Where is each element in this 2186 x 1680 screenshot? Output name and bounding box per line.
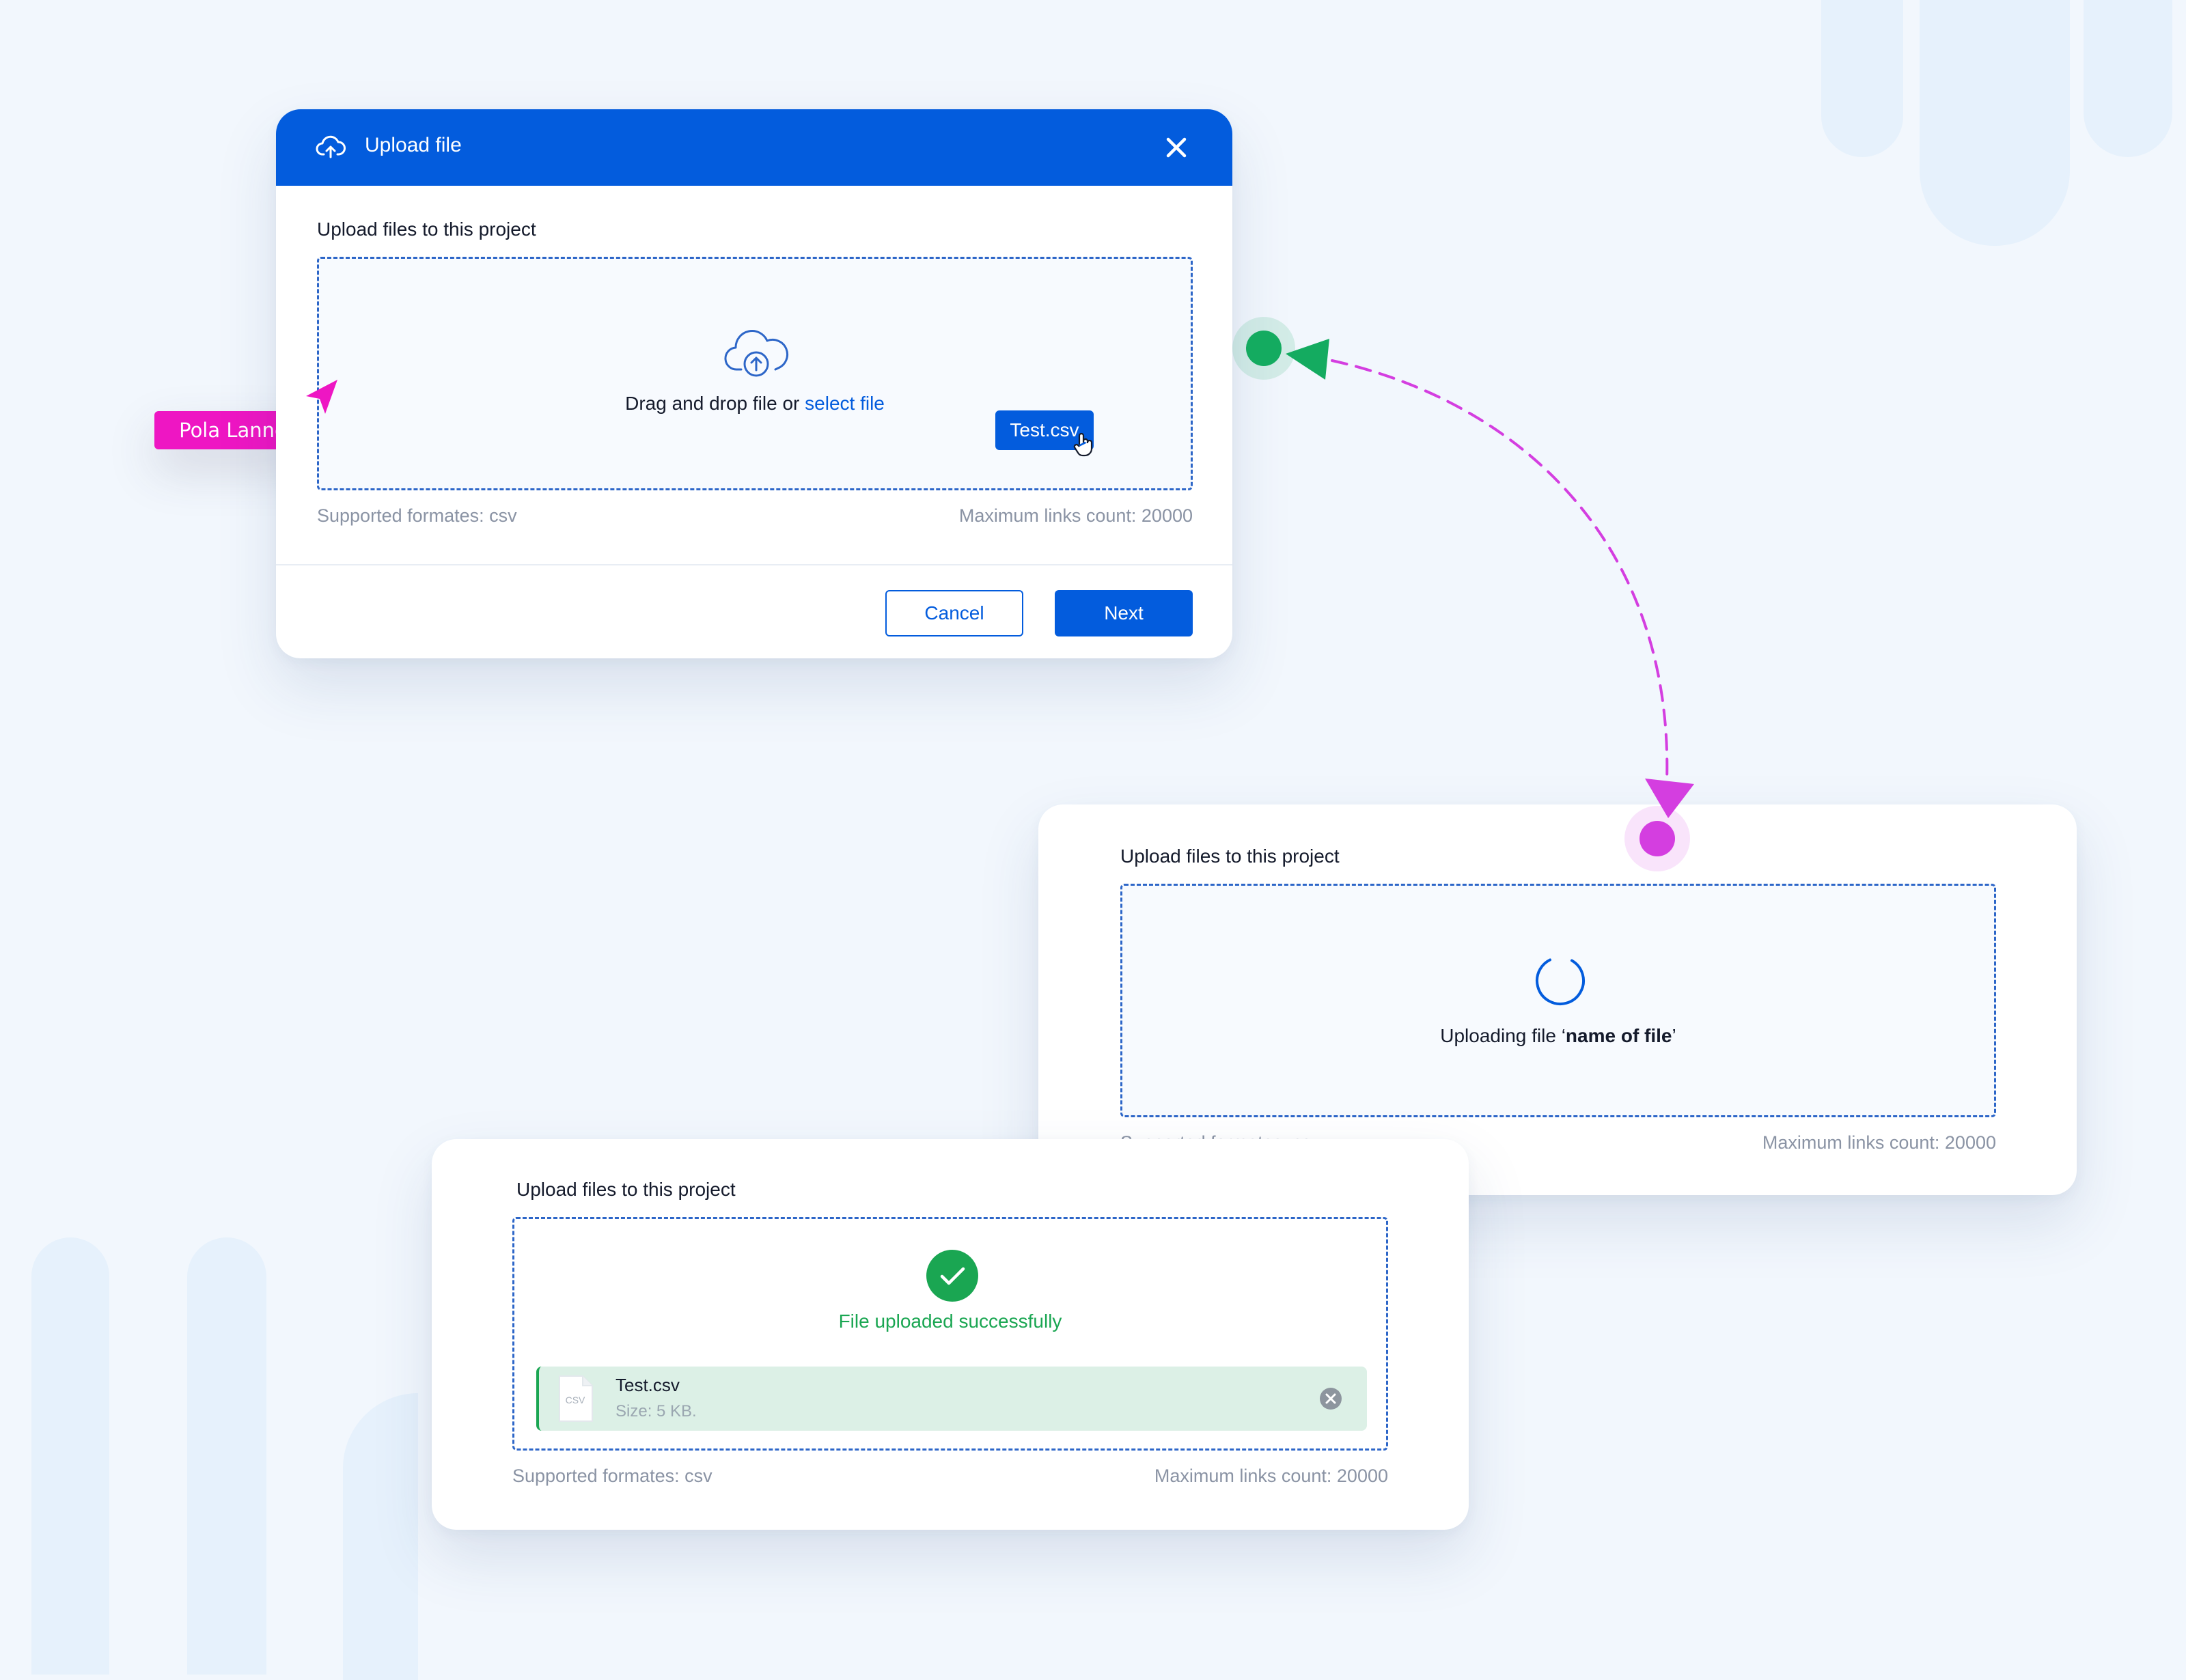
- max-links-count: Maximum links count: 20000: [958, 505, 1193, 526]
- connector-end-arrow-icon: [1645, 779, 1694, 818]
- modal-title: Upload file: [365, 134, 462, 156]
- background-decoration: [1920, 0, 2070, 246]
- select-file-link[interactable]: select file: [805, 393, 885, 414]
- pointer-arrow-icon: [306, 380, 337, 414]
- hand-cursor-icon: [1073, 432, 1093, 457]
- section-title: Upload files to this project: [516, 1179, 736, 1200]
- uploaded-file-size: Size: 5 KB.: [615, 1402, 697, 1420]
- uploaded-file-name: Test.csv: [615, 1375, 680, 1395]
- section-title: Upload files to this project: [317, 219, 536, 240]
- success-message: File uploaded successfully: [838, 1311, 1062, 1332]
- remove-circle-icon[interactable]: [1319, 1387, 1342, 1410]
- upload-file-modal: Upload file Upload files to this project…: [276, 109, 1232, 658]
- background-decoration: [31, 1237, 109, 1675]
- uploading-file-name: name of file: [1565, 1025, 1672, 1046]
- flow-connector-line: [1331, 359, 1669, 783]
- max-links-count: Maximum links count: 20000: [1762, 1132, 1996, 1153]
- cloud-upload-icon: [316, 135, 346, 158]
- footer-divider: [276, 564, 1232, 565]
- spinner-icon: [1536, 956, 1585, 1005]
- connector-end-dot: [1624, 806, 1690, 871]
- cloud-upload-icon: [724, 330, 789, 377]
- cancel-button[interactable]: Cancel: [885, 590, 1023, 636]
- background-decoration: [343, 1393, 418, 1680]
- background-decoration: [187, 1237, 266, 1675]
- connector-start-dot: [1232, 317, 1295, 380]
- drop-instruction: Drag and drop file or select file: [319, 393, 1191, 415]
- close-icon[interactable]: [1161, 132, 1191, 163]
- uploading-prefix: Uploading file ‘: [1440, 1025, 1566, 1046]
- background-decoration: [1821, 0, 1903, 157]
- file-dropzone[interactable]: Drag and drop file or select file Test.c…: [317, 257, 1193, 490]
- connector-start-arrow-icon: [1286, 339, 1329, 380]
- dragged-file-chip[interactable]: Test.csv: [995, 410, 1094, 450]
- next-button[interactable]: Next: [1055, 590, 1193, 636]
- csv-file-icon-label: CSV: [566, 1395, 585, 1405]
- supported-formats: Supported formates: csv: [512, 1466, 712, 1486]
- section-title: Upload files to this project: [1120, 845, 1340, 867]
- upload-success-card: Upload files to this project File upload…: [432, 1139, 1469, 1530]
- supported-formats: Supported formates: csv: [317, 505, 517, 526]
- uploaded-file-row: CSV Test.csv Size: 5 KB.: [536, 1367, 1367, 1431]
- modal-header: Upload file: [276, 109, 1232, 186]
- file-dropzone[interactable]: Uploading file ‘name of file’: [1120, 884, 1996, 1117]
- csv-file-icon: CSV: [559, 1375, 593, 1422]
- drop-text: Drag and drop file or: [625, 393, 805, 414]
- uploading-state-card: Upload files to this project Uploading f…: [1038, 804, 2077, 1195]
- uploading-suffix: ’: [1672, 1025, 1676, 1046]
- check-circle-icon: [926, 1250, 978, 1302]
- background-decoration: [2084, 0, 2172, 157]
- max-links-count: Maximum links count: 20000: [1154, 1466, 1388, 1486]
- flow-connector-overlay: [306, 317, 1694, 871]
- uploading-text: Uploading file ‘name of file’: [1122, 1025, 1994, 1047]
- file-dropzone[interactable]: File uploaded successfully CSV Test.csv …: [512, 1217, 1388, 1451]
